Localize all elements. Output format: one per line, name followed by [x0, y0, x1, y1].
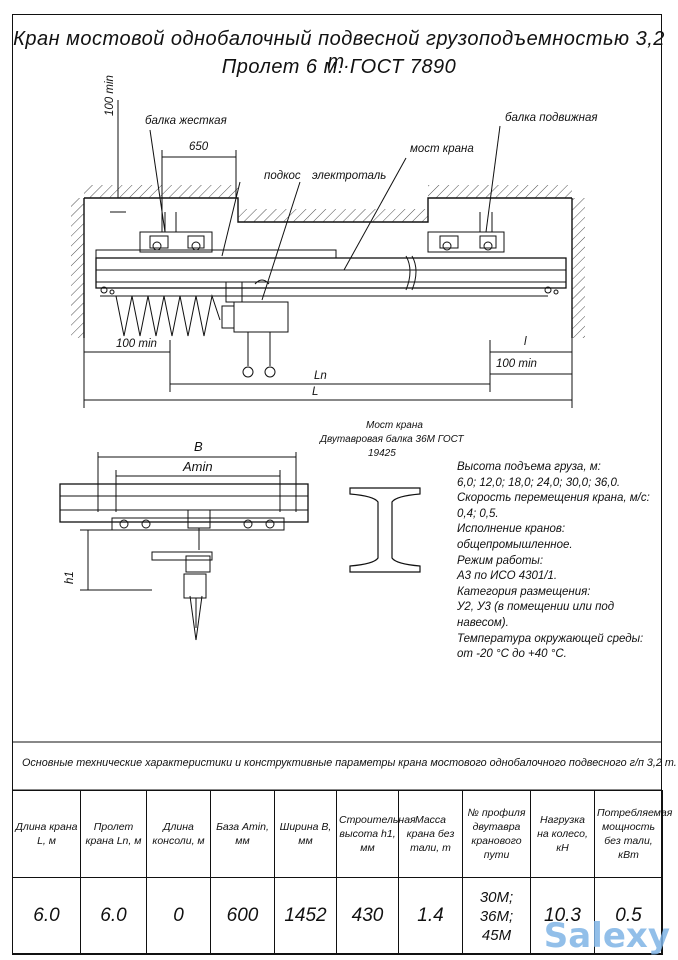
crane-bridge-girder	[95, 257, 567, 289]
rigid-beam	[95, 249, 337, 259]
spec-line: Режим работы:	[457, 554, 544, 567]
spec-line: навесом).	[457, 616, 509, 629]
drawing-title-line2: Пролет 6 м. ГОСТ 7890	[221, 56, 457, 78]
ceiling-hatch-middle	[238, 209, 428, 222]
ceiling-hatch-right	[428, 185, 572, 198]
label-l: l	[524, 336, 527, 348]
value-cell: 6.0	[12, 877, 81, 955]
spec-line: Скорость перемещения крана, м/с:	[457, 492, 650, 505]
spec-line: 6,0; 12,0; 18,0; 24,0; 30,0; 36,0.	[457, 476, 621, 489]
spec-line: Температура окружающей среды:	[457, 632, 644, 645]
header-cell: Нагрузка на колесо, кН	[530, 790, 595, 878]
label-L: L	[312, 386, 319, 398]
header-cell: Строительная высота h1, мм	[336, 790, 416, 878]
header-cell: Ширина B, мм	[274, 790, 337, 878]
table-values-row: 6.0 6.0 0 600 1452 430 1.4 30М; 36М; 45М…	[12, 877, 663, 955]
parameters-table: Длина крана L, м Пролет крана Ln, м Длин…	[12, 790, 672, 955]
header-cell: Пролет крана Ln, м	[80, 790, 147, 878]
crane-side-view	[59, 452, 309, 641]
crane-specifications: Высота подъема груза, м: 6,0; 12,0; 18,0…	[457, 460, 662, 663]
beam-caption-1: Мост крана	[366, 420, 423, 431]
spec-line: У2, У3 (в помещении или под	[457, 601, 615, 614]
label-brace: подкос	[264, 170, 301, 182]
table-header-row: Длина крана L, м Пролет крана Ln, м Длин…	[12, 790, 672, 878]
side-view-runway	[59, 483, 309, 523]
label-movable-beam: балка подвижная	[505, 112, 598, 124]
label-Ln: Ln	[314, 370, 327, 382]
header-cell: Длина крана L, м	[12, 790, 81, 878]
label-100-min-right: 100 min	[496, 358, 537, 370]
ceiling-hatch-left	[84, 185, 238, 198]
electric-hoist	[233, 301, 289, 333]
label-h1: h1	[64, 571, 76, 584]
label-Amin: Amin	[183, 459, 213, 474]
spec-line: общепромышленное.	[457, 538, 573, 551]
side-view-hoist-motor	[183, 573, 207, 599]
header-cell: № профиля двутавра кранового пути	[462, 790, 531, 878]
value-cell: 600	[210, 877, 275, 955]
header-cell: Масса крана без тали, т	[398, 790, 463, 878]
header-cell: База Amin, мм	[210, 790, 275, 878]
side-view-bridge	[111, 517, 285, 531]
festoon-cable	[115, 294, 221, 337]
label-crane-bridge: мост крана	[410, 143, 474, 155]
label-B: B	[194, 439, 203, 454]
header-cell: Длина консоли, м	[146, 790, 211, 878]
spec-line: от -20 °С до +40 °С.	[457, 648, 567, 661]
hoist-bracket	[225, 281, 243, 303]
spec-line: Высота подъема груза, м:	[457, 461, 601, 473]
hoist-hook-left	[242, 366, 254, 378]
header-cell: Потребляемая мощность без тали, кВт	[594, 790, 672, 878]
beam-caption-2: Двутавровая балка 36М ГОСТ	[320, 434, 464, 445]
label-electric-hoist: электроталь	[312, 170, 387, 182]
spec-line: 0,4; 0,5.	[457, 507, 499, 520]
value-cell: 6.0	[80, 877, 147, 955]
runway-beam-left	[139, 231, 213, 253]
value-cell: 0.5	[594, 877, 663, 955]
runway-beam-right	[427, 231, 505, 253]
spec-line: Категория размещения:	[457, 585, 591, 598]
value-cell: 1.4	[398, 877, 463, 955]
spec-line: А3 по ИСО 4301/1.	[457, 570, 558, 583]
value-cell: 430	[336, 877, 399, 955]
label-650: 650	[189, 141, 209, 153]
table-caption: Основные технические характеристики и ко…	[22, 757, 677, 769]
wall-hatch-left	[71, 198, 84, 338]
spec-line: Исполнение кранов:	[457, 523, 566, 536]
wall-hatch-right	[572, 198, 585, 338]
hoist-hook-right	[264, 366, 276, 378]
value-cell: 10.3	[530, 877, 595, 955]
label-100-min-top: 100 min	[104, 75, 116, 116]
value-cell: 0	[146, 877, 211, 955]
i-beam-cross-section	[349, 487, 421, 573]
salexy-watermark: Salexy	[543, 916, 670, 956]
value-cell: 30М; 36М; 45М	[462, 877, 531, 955]
beam-caption-3: 19425	[368, 448, 396, 459]
value-cell: 1452	[274, 877, 337, 955]
label-100-min-left: 100 min	[116, 338, 157, 350]
drawing-title-line1: Кран мостовой однобалочный подвесной гру…	[13, 28, 665, 73]
label-rigid-beam: балка жесткая	[145, 115, 227, 127]
side-view-hoist-frame	[151, 551, 213, 561]
